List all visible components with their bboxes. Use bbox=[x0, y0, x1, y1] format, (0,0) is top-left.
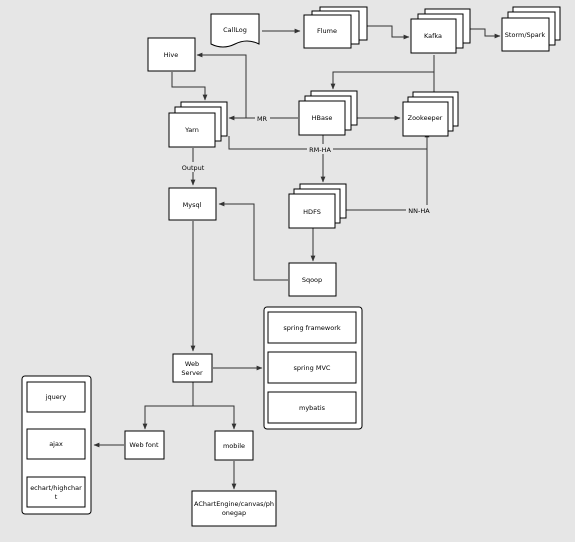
edge-label-rm-ha: RM-HA bbox=[309, 146, 331, 154]
calllog-label: CallLog bbox=[223, 26, 247, 34]
spring-framework-node: spring framework bbox=[267, 311, 357, 344]
zookeeper-label: Zookeeper bbox=[408, 114, 443, 122]
ajax-node: ajax bbox=[26, 428, 86, 460]
edge-mr-hive bbox=[196, 52, 247, 118]
web-server-label-line1: Web bbox=[185, 360, 199, 368]
hdfs-label: HDFS bbox=[303, 208, 321, 216]
achart-label-line2: onegap bbox=[222, 509, 246, 517]
ajax-label: ajax bbox=[49, 440, 63, 448]
edge-flume-kafka bbox=[350, 25, 410, 40]
storm-spark-label: Storm/Spark bbox=[505, 31, 546, 39]
hdfs-node: HDFS bbox=[288, 183, 347, 229]
hive-label: Hive bbox=[164, 51, 179, 59]
mysql-node: Mysql bbox=[168, 187, 217, 221]
edge-label-mr: MR bbox=[257, 115, 268, 123]
calllog-node: CallLog bbox=[210, 13, 260, 48]
kafka-label: Kafka bbox=[424, 32, 442, 40]
zookeeper-node: Zookeeper bbox=[402, 91, 459, 137]
edge-label-output: Output bbox=[182, 164, 205, 172]
jquery-node: jquery bbox=[26, 381, 86, 413]
edge-kafka-storm bbox=[459, 28, 501, 39]
edge-webserver-mobile bbox=[193, 405, 237, 430]
kafka-node: Kafka bbox=[410, 8, 471, 54]
web-server-label-line2: Server bbox=[181, 369, 203, 377]
sqoop-label: Sqoop bbox=[302, 276, 322, 284]
yarn-label: Yarn bbox=[184, 126, 199, 134]
web-font-node: Web font bbox=[124, 430, 165, 460]
hbase-label: HBase bbox=[312, 114, 333, 122]
spring-mvc-label: spring MVC bbox=[294, 364, 331, 372]
edge-rm-ha bbox=[228, 136, 427, 150]
echart-label-line1: echart/highchar bbox=[30, 484, 82, 492]
yarn-node: Yarn bbox=[168, 101, 228, 148]
edge-kafka-hbase bbox=[330, 55, 435, 90]
edge-label-nn-ha: NN-HA bbox=[408, 207, 430, 215]
mybatis-label: mybatis bbox=[299, 404, 326, 412]
web-server-node: Web Server bbox=[172, 353, 213, 383]
mobile-node: mobile bbox=[214, 430, 254, 461]
echart-label-line2: t bbox=[55, 493, 58, 501]
edge-hive-yarn bbox=[171, 72, 208, 101]
hive-node: Hive bbox=[147, 37, 196, 72]
storm-spark-node: Storm/Spark bbox=[501, 6, 561, 52]
edge-nn-ha bbox=[345, 131, 430, 211]
achart-node: AChartEngine/canvas/ph onegap bbox=[191, 490, 277, 527]
edge-webserver-branch bbox=[142, 382, 194, 430]
achart-label-line1: AChartEngine/canvas/ph bbox=[194, 500, 274, 508]
mysql-label: Mysql bbox=[183, 201, 202, 209]
jquery-label: jquery bbox=[45, 393, 67, 401]
hbase-node: HBase bbox=[298, 90, 358, 136]
edge-labels: MR RM-HA Output NN-HA bbox=[180, 113, 432, 215]
spring-mvc-node: spring MVC bbox=[267, 351, 357, 384]
sqoop-node: Sqoop bbox=[288, 262, 337, 297]
flume-node: Flume bbox=[303, 6, 368, 49]
mobile-label: mobile bbox=[223, 442, 245, 450]
web-font-label: Web font bbox=[129, 441, 159, 449]
mybatis-node: mybatis bbox=[267, 391, 357, 424]
edge-sqoop-mysql bbox=[218, 201, 288, 281]
echart-node: echart/highchar t bbox=[26, 476, 86, 508]
flume-label: Flume bbox=[317, 27, 337, 35]
spring-framework-label: spring framework bbox=[283, 324, 341, 332]
